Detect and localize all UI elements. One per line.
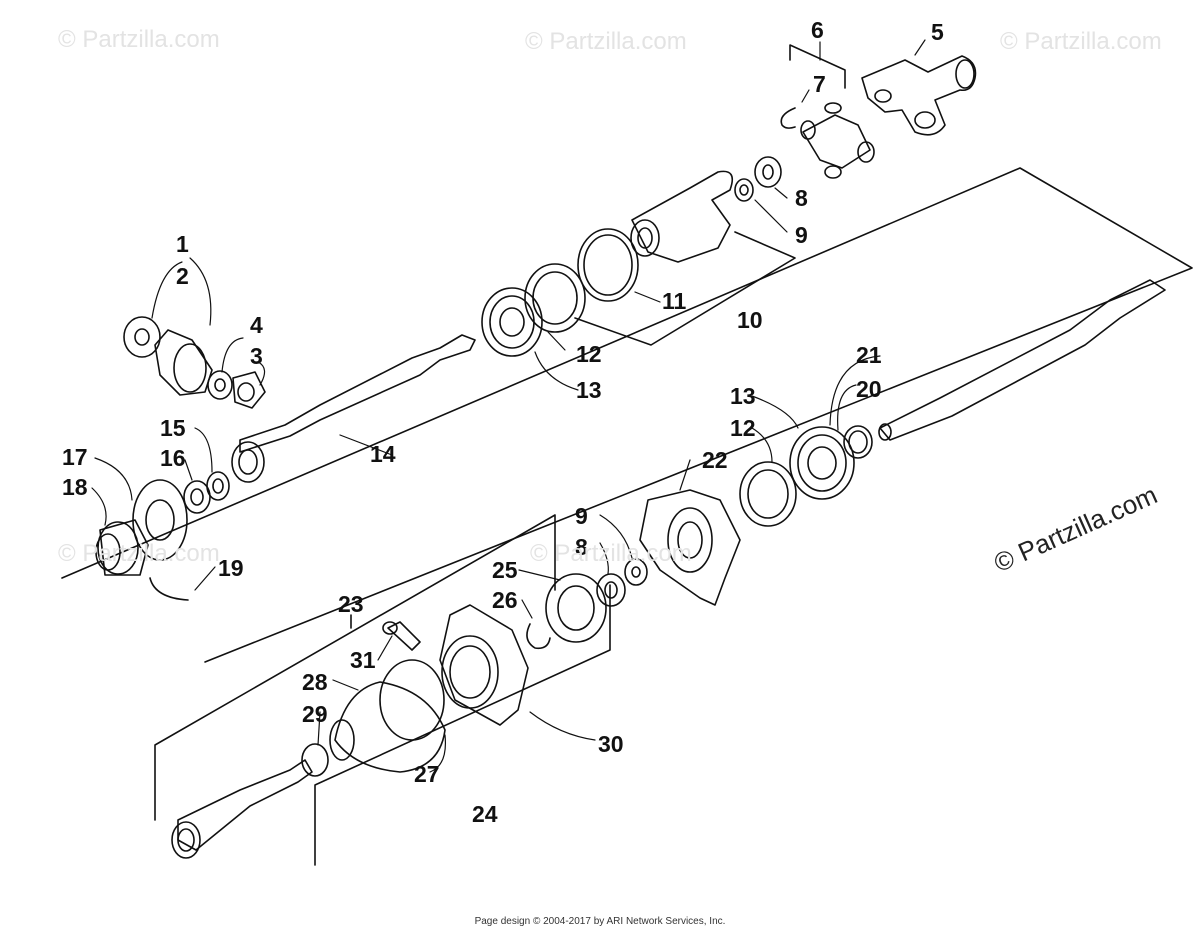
callout-12-upper: 12 [576, 341, 602, 367]
part-5-yoke [861, 55, 977, 136]
callout-9-top: 9 [795, 222, 808, 248]
callout-24: 24 [472, 801, 498, 827]
callout-9-lower: 9 [575, 503, 588, 529]
group-outline-6 [789, 44, 846, 89]
part-14-shaft [231, 334, 476, 483]
callout-10: 10 [737, 307, 763, 333]
part-30-housing [439, 604, 529, 726]
group-outline-upper [61, 167, 1193, 663]
callout-29: 29 [302, 701, 328, 727]
leader-lines [91, 39, 926, 773]
callout-6: 6 [811, 17, 824, 43]
callout-labels: 1 2 3 4 5 6 7 8 9 10 11 12 13 14 15 16 1… [62, 17, 944, 827]
part-12-13-bearing-upper [481, 263, 586, 357]
callout-12-lower: 12 [730, 415, 756, 441]
callout-19: 19 [218, 555, 244, 581]
callout-11: 11 [662, 288, 687, 314]
callout-2: 2 [176, 263, 189, 289]
part-27-29-boot [301, 659, 446, 777]
callout-15: 15 [160, 415, 186, 441]
callout-3: 3 [250, 343, 263, 369]
callout-20: 20 [856, 376, 882, 402]
part-8-9-25-26-washers [526, 558, 648, 650]
callout-1: 1 [176, 231, 189, 257]
group-outline-23 [154, 514, 556, 821]
group-outline-10 [574, 231, 796, 346]
callout-18: 18 [62, 474, 88, 500]
part-11-seal [577, 228, 639, 302]
callout-8-top: 8 [795, 185, 808, 211]
part-7-cross-joint [780, 102, 875, 179]
part-22-housing [639, 489, 741, 606]
callout-13-lower: 13 [730, 383, 756, 409]
callout-30: 30 [598, 731, 624, 757]
callout-28: 28 [302, 669, 328, 695]
part-20-21-axle [843, 279, 1166, 459]
callout-14: 14 [370, 441, 396, 467]
part-15-18-gear-bearing [95, 471, 230, 601]
callout-17: 17 [62, 444, 88, 470]
callout-25: 25 [492, 557, 518, 583]
part-1-4-gear-stack [123, 316, 266, 409]
page-footer: Page design © 2004-2017 by ARI Network S… [474, 916, 726, 927]
lower-axle [171, 759, 313, 859]
callout-5: 5 [931, 19, 944, 45]
watermark-top-left: © Partzilla.com [58, 26, 220, 53]
watermark-mid-left: © Partzilla.com [58, 540, 220, 567]
callout-27: 27 [414, 761, 440, 787]
callout-16: 16 [160, 445, 186, 471]
group-outline-24 [314, 584, 611, 866]
part-12-13-bearing-lower [739, 426, 855, 527]
callout-4: 4 [250, 312, 263, 338]
part-8-9-washers-top [734, 156, 782, 202]
part-31-bolt [382, 621, 421, 651]
part-10-yoke [630, 170, 734, 263]
callout-31: 31 [350, 647, 376, 673]
callout-13-upper: 13 [576, 377, 602, 403]
watermark-top-center: © Partzilla.com [525, 28, 687, 55]
callout-7: 7 [813, 71, 826, 97]
callout-21: 21 [856, 342, 882, 368]
callout-22: 22 [702, 447, 728, 473]
watermark-top-right: © Partzilla.com [1000, 28, 1162, 55]
watermark-mid-center: © Partzilla.com [530, 540, 692, 567]
callout-26: 26 [492, 587, 518, 613]
callout-23: 23 [338, 591, 364, 617]
callout-8-lower: 8 [575, 534, 588, 560]
